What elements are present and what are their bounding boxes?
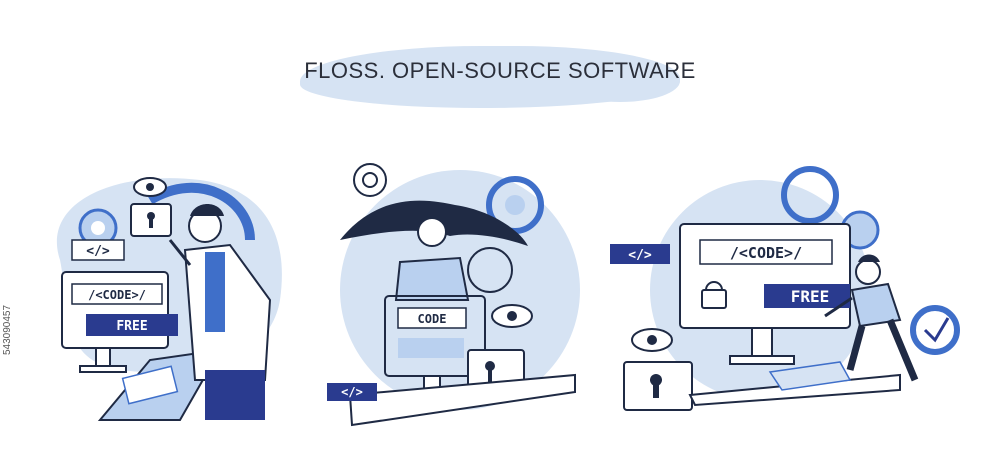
title-area: FLOSS. OPEN-SOURCE SOFTWARE (0, 0, 1000, 120)
code-tag-badge-center: </> (327, 383, 377, 401)
code-label-left: /<CODE>/ (88, 288, 146, 302)
man-figure-left (168, 204, 272, 420)
padlock-icon-right (623, 361, 693, 411)
monitor-left: /<CODE>/ FREE (61, 271, 178, 373)
left-scene: </> /<CODE>/ FREE (56, 177, 282, 421)
title-background-blob-small (560, 60, 680, 102)
stock-id: 543090457 (2, 304, 13, 355)
free-label-right: FREE (791, 287, 830, 306)
code-tag-badge-right: </> (610, 244, 670, 264)
eye-icon-center (491, 304, 533, 328)
padlock-icon (130, 203, 172, 237)
gear-icon (78, 208, 118, 248)
code-tag-label: </> (86, 244, 110, 259)
woman-figure-center (340, 200, 528, 301)
free-label-left: FREE (116, 319, 147, 334)
page-title: FLOSS. OPEN-SOURCE SOFTWARE (304, 58, 696, 83)
code-tag-label-center: </> (341, 385, 363, 399)
eye-icon-right (631, 328, 673, 352)
right-scene: </> /<CODE>/ FREE (610, 166, 960, 411)
code-tag-label-right: </> (628, 248, 652, 263)
padlock-icon-right-small (701, 281, 727, 309)
code-card-center: CODE (397, 307, 467, 329)
center-scene: CODE </> (327, 163, 580, 427)
eye-icon (133, 177, 167, 197)
code-tag-badge-left: </> (71, 239, 125, 261)
man-figure-right (824, 254, 919, 382)
code-label-center: CODE (418, 312, 447, 326)
code-label-right: /<CODE>/ (730, 244, 802, 262)
